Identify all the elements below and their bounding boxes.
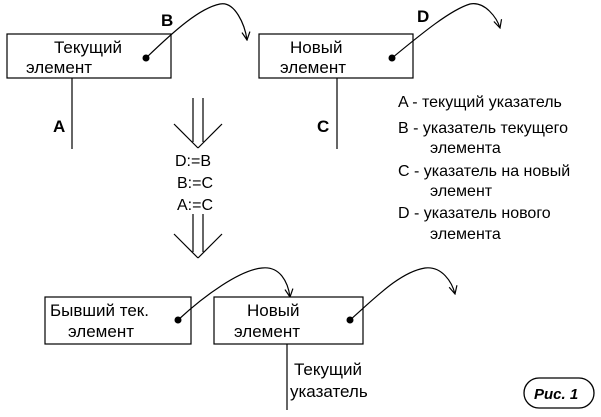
transition-arrow-top [173, 98, 223, 149]
bottom-new-element-label-line2: элемент [234, 322, 300, 341]
legend-c-line2: элемент [430, 183, 493, 200]
former-element-label-line1: Бывший тек. [50, 301, 149, 320]
current-element-label-line2: элемент [26, 58, 92, 77]
legend-d-line2: элемента [430, 226, 501, 243]
operation-3: A:=C [177, 197, 213, 214]
current-pointer-label-line1: Текущий [294, 360, 362, 379]
figure-label: Рис. 1 [523, 377, 595, 409]
current-pointer-label-line2: указатель [290, 382, 368, 401]
current-element-label-line1: Текущий [54, 38, 122, 57]
new-element-box: Новый элемент [258, 33, 414, 79]
legend-b-line2: элемента [430, 140, 501, 157]
new-element-label-line1: Новый [290, 38, 342, 57]
legend-a: A - текущий указатель [398, 94, 562, 111]
former-element-label-line2: элемент [68, 322, 134, 341]
pointer-b-arrow [145, 3, 247, 59]
bottom-new-element-box: Новый элемент [213, 296, 364, 345]
legend-b-line1: B - указатель текущего [398, 120, 568, 137]
pointer-a-label: A [53, 117, 65, 136]
legend-c-line1: C - указатель на новый [398, 163, 570, 180]
current-element-box: Текущий элемент [6, 33, 172, 79]
operation-2: B:=C [177, 175, 213, 192]
former-to-new-arrow [177, 267, 290, 321]
pointer-d-label: D [417, 7, 429, 26]
transition-arrow-bottom [173, 214, 223, 259]
figure-label-text: Рис. 1 [534, 386, 578, 403]
bottom-new-next-arrow [349, 267, 455, 321]
pointer-d-arrow [391, 3, 500, 59]
bottom-new-element-label-line1: Новый [247, 301, 299, 320]
legend: A - текущий указатель B - указатель теку… [398, 94, 570, 243]
legend-d-line1: D - указатель нового [398, 205, 551, 222]
new-element-label-line2: элемент [280, 58, 346, 77]
former-current-element-box: Бывший тек. элемент [44, 296, 192, 345]
operation-1: D:=B [175, 153, 211, 170]
pointer-b-label: B [161, 11, 173, 30]
pointer-c-label: C [317, 117, 329, 136]
